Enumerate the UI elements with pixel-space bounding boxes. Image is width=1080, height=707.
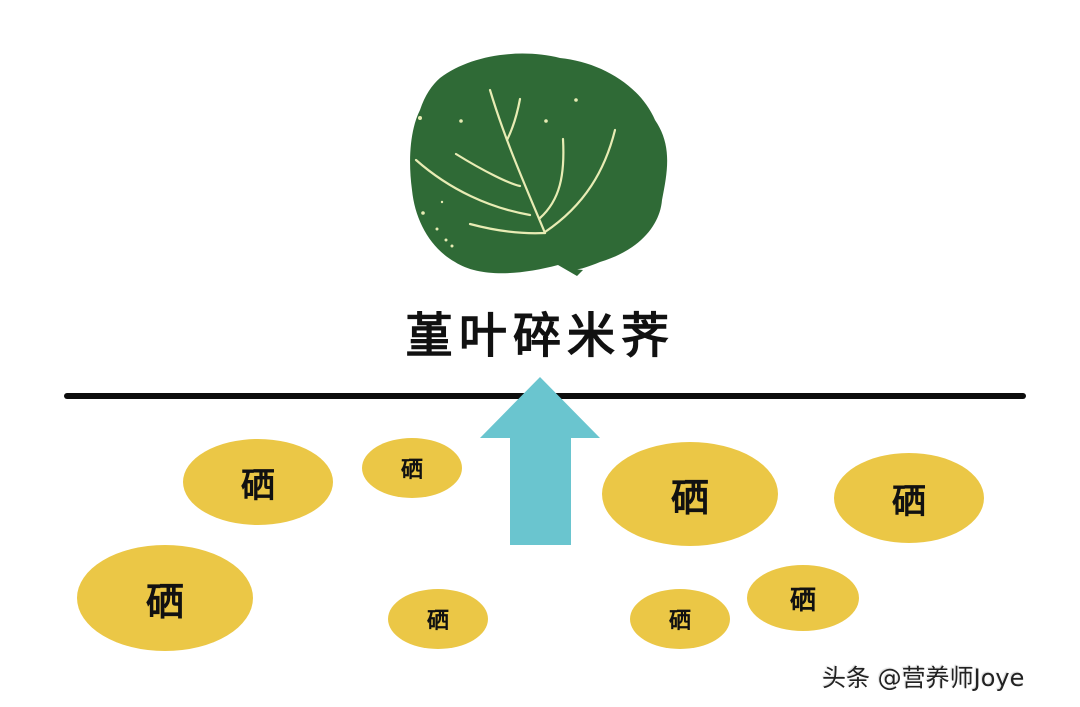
selenium-bubble: 硒 — [77, 545, 253, 651]
selenium-label: 硒 — [670, 475, 709, 520]
selenium-label: 硒 — [241, 465, 275, 506]
selenium-label: 硒 — [145, 579, 184, 624]
selenium-bubble: 硒 — [747, 565, 859, 631]
selenium-label: 硒 — [426, 609, 449, 634]
selenium-label: 硒 — [668, 609, 691, 634]
selenium-bubble: 硒 — [630, 589, 730, 649]
selenium-bubble: 硒 — [388, 589, 488, 649]
selenium-label: 硒 — [400, 458, 423, 483]
selenium-bubble: 硒 — [362, 438, 462, 498]
selenium-bubble: 硒 — [183, 439, 333, 525]
watermark: 头条 @营养师Joye — [822, 664, 1025, 692]
selenium-bubble: 硒 — [602, 442, 778, 546]
plant-name-title: 堇叶碎米荠 — [404, 308, 675, 364]
selenium-label: 硒 — [892, 481, 926, 522]
selenium-bubble: 硒 — [834, 453, 984, 543]
selenium-label: 硒 — [789, 585, 816, 616]
